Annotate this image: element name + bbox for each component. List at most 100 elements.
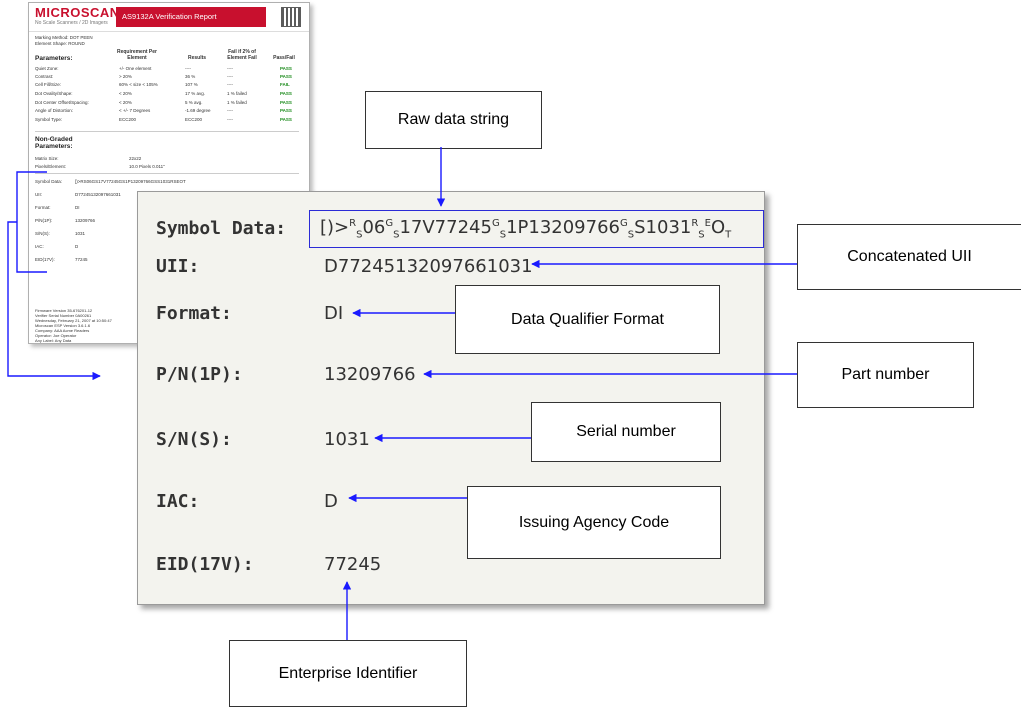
col-requirement: Requirement Per Element xyxy=(116,49,157,61)
report-param: Dot Ovality/Shape: xyxy=(35,91,73,96)
col-passfail: Pass/Fail xyxy=(273,55,295,61)
format-label: Format: xyxy=(156,303,232,324)
sym-ctrl: G xyxy=(620,218,628,229)
matrix-size-label: Matrix Size: xyxy=(35,156,59,161)
report-fail: ---- xyxy=(227,117,233,122)
sym-part: S1031 xyxy=(634,217,692,238)
report-param: Angle of Distortion: xyxy=(35,108,74,113)
report-field-value: 77245 xyxy=(75,257,88,262)
report-param: Dot Center Offset/Spacing: xyxy=(35,100,89,105)
sym-ctrl: R xyxy=(691,218,699,229)
report-passfail: PASS xyxy=(280,100,292,105)
report-result: -1.69 degree xyxy=(185,108,211,113)
report-field-label: Format: xyxy=(35,205,51,210)
report-requirement: > 20% xyxy=(119,74,132,79)
sym-part: 1P13209766 xyxy=(506,217,620,238)
parameters-heading: Parameters: xyxy=(35,55,73,62)
non-graded-heading: Non-Graded Parameters: xyxy=(35,136,73,150)
pixels-value: 10.0 Pixels 0.011" xyxy=(129,164,165,169)
sym-ctrl: S xyxy=(627,229,635,241)
report-field-label: Symbol Data: xyxy=(35,179,63,184)
sym-ctrl: S xyxy=(356,229,363,241)
report-title: AS9132A Verification Report xyxy=(116,7,266,27)
report-result: ECC200 xyxy=(185,117,203,122)
report-requirement: < 20% xyxy=(119,100,132,105)
eid-value: 77245 xyxy=(324,554,382,575)
sym-ctrl: T xyxy=(725,229,732,241)
report-param: Quiet Zone: xyxy=(35,66,59,71)
report-result: ---- xyxy=(185,66,191,71)
report-passfail: FAIL xyxy=(280,82,290,87)
report-result: 107 % xyxy=(185,82,198,87)
sym-ctrl: E xyxy=(704,218,711,229)
report-fail: ---- xyxy=(227,108,233,113)
divider xyxy=(35,173,299,174)
report-requirement: +/- One element xyxy=(119,66,152,71)
callout-raw-data: Raw data string xyxy=(365,91,542,149)
report-field-value: D77245132097661031 xyxy=(75,192,121,197)
sym-ctrl: S xyxy=(393,229,400,241)
sym-part: 17V77245 xyxy=(399,217,492,238)
report-passfail: PASS xyxy=(280,117,292,122)
report-passfail: PASS xyxy=(280,74,292,79)
callout-format: Data Qualifier Format xyxy=(455,285,720,354)
uii-value: D77245132097661031 xyxy=(324,256,533,277)
report-table-row: Cell Fill/Size:60% < size < 105%107 %---… xyxy=(35,82,299,91)
report-field-value: D xyxy=(75,244,79,249)
report-passfail: PASS xyxy=(280,66,292,71)
raw-data-box: [)>RS06GS17V77245GS1P13209766GSS1031RSEO… xyxy=(309,210,764,248)
element-shape: Element Shape: ROUND xyxy=(35,41,85,46)
sym-part: [)> xyxy=(320,217,350,238)
report-field-label: P/N(1P): xyxy=(35,218,53,223)
report-fail: ---- xyxy=(227,74,233,79)
microscan-logo: MICROSCAN xyxy=(35,5,120,20)
part-number-label: P/N(1P): xyxy=(156,364,243,385)
report-fail: 1 % failed xyxy=(227,91,247,96)
report-param: Symbol Type: xyxy=(35,117,63,122)
report-requirement: < +/- 7 Degrees xyxy=(119,108,151,113)
iac-value: D xyxy=(324,491,338,512)
divider xyxy=(35,131,299,132)
report-table-row: Dot Ovality/Shape:< 20%17 % avg.1 % fail… xyxy=(35,91,299,100)
sym-ctrl: G xyxy=(491,218,500,229)
report-footer-line: Any Label: Any Data xyxy=(35,338,72,343)
callout-part-number: Part number xyxy=(797,342,974,408)
sym-ctrl: R xyxy=(349,218,357,229)
report-passfail: PASS xyxy=(280,91,292,96)
format-value: DI xyxy=(324,303,344,324)
callout-iac: Issuing Agency Code xyxy=(467,486,721,559)
sym-part: O xyxy=(710,217,726,238)
raw-data-string: [)>RS06GS17V77245GS1P13209766GSS1031RSEO… xyxy=(320,217,731,241)
report-field-label: S/N(S): xyxy=(35,231,50,236)
report-fail: 1 % failed xyxy=(227,100,247,105)
report-field-label: EID(17V): xyxy=(35,257,55,262)
sym-ctrl: S xyxy=(499,229,507,241)
matrix-size-value: 22x22 xyxy=(129,156,142,161)
report-table-row: Contrast: > 20% 36 % ---- PASS xyxy=(35,74,299,83)
report-field-value: 13209766 xyxy=(75,218,96,223)
callout-concatenated-uii: Concatenated UII xyxy=(797,224,1021,290)
report-fail: ---- xyxy=(227,66,233,71)
symbol-data-label: Symbol Data: xyxy=(156,218,287,239)
report-tagline: No Scale Scanners / 2D Imagers xyxy=(35,20,108,26)
report-param: Contrast: xyxy=(35,74,54,79)
col-results: Results xyxy=(187,55,207,61)
datamatrix-icon xyxy=(281,7,301,27)
report-table-row: Angle of Distortion: < +/- 7 Degrees -1.69… xyxy=(35,108,299,117)
report-result: 36 % xyxy=(185,74,196,79)
report-field-value: [)>RS06GS17V77245GS1P13209766GSS1031RSEO… xyxy=(75,179,186,184)
report-field-value: 1031 xyxy=(75,231,86,236)
sym-part: 06 xyxy=(362,217,386,238)
pixels-label: Pixels/Element: xyxy=(35,164,67,169)
report-requirement: < 20% xyxy=(119,91,132,96)
col-fail: Fail if 2% of Element Fail xyxy=(227,49,257,61)
report-field-label: UII: xyxy=(35,192,43,197)
report-field-value: DI xyxy=(75,205,80,210)
serial-number-value: 1031 xyxy=(324,429,370,450)
callout-enterprise-id: Enterprise Identifier xyxy=(229,640,467,707)
report-table-row: Dot Center Offset/Spacing:< 20%5 % avg.1… xyxy=(35,100,299,109)
iac-label: IAC: xyxy=(156,491,200,512)
report-table-row: Quiet Zone: +/- One element ---- ---- PASS xyxy=(35,66,299,75)
